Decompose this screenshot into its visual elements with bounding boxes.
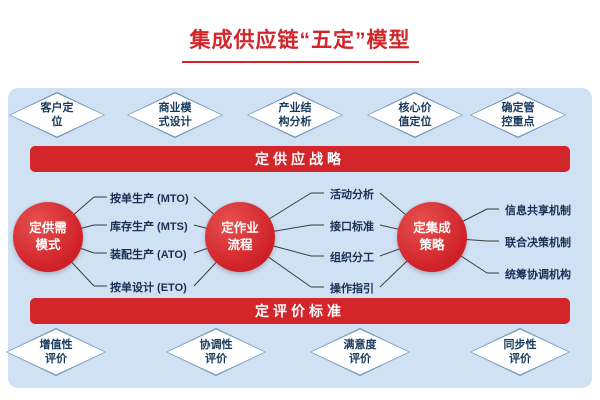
diamond-label: 满意度 评价 bbox=[343, 338, 377, 365]
diamond-label: 客户定 位 bbox=[40, 101, 74, 128]
diamond-customer-positioning: 客户定 位 bbox=[9, 92, 105, 138]
strategy-item-joint-decision: 联合决策机制 bbox=[505, 237, 571, 249]
process-item-interface-standard: 接口标准 bbox=[330, 221, 374, 233]
diamond-label: 增值性 评价 bbox=[39, 338, 73, 365]
diamond-industry-structure-analysis: 产业结 构分析 bbox=[247, 92, 343, 138]
diamond-label: 确定管 控重点 bbox=[501, 101, 535, 128]
diamond-synchronization-evaluation: 同步性 评价 bbox=[470, 328, 570, 376]
diamond-label: 商业模 式设计 bbox=[158, 101, 192, 128]
diagram-panel: 客户定 位 商业模 式设计 产业结 构分析 核心价 值定位 确定管 控重点 定供… bbox=[6, 88, 592, 388]
mode-item-mts: 库存生产 (MTS) bbox=[110, 221, 188, 233]
diamond-satisfaction-evaluation: 满意度 评价 bbox=[310, 328, 410, 376]
process-item-organization-division: 组织分工 bbox=[330, 252, 374, 264]
diamond-value-added-evaluation: 增值性 评价 bbox=[6, 328, 106, 376]
page-title: 集成供应链“五定”模型 bbox=[181, 24, 419, 63]
process-item-operation-guide: 操作指引 bbox=[330, 283, 374, 295]
diamond-core-value-positioning: 核心价 值定位 bbox=[367, 92, 463, 138]
diamond-label: 核心价 值定位 bbox=[398, 101, 432, 128]
circle-supply-demand-mode: 定供需 模式 bbox=[13, 202, 83, 272]
diamond-label: 同步性 评价 bbox=[503, 338, 537, 365]
title-area: 集成供应链“五定”模型 bbox=[0, 24, 600, 63]
diamond-control-focus: 确定管 控重点 bbox=[470, 92, 566, 138]
circle-operation-process: 定作业 流程 bbox=[205, 202, 275, 272]
strategy-item-info-sharing: 信息共享机制 bbox=[505, 205, 571, 217]
evaluation-standard-banner: 定评价标准 bbox=[30, 298, 570, 324]
mode-item-ato: 装配生产 (ATO) bbox=[110, 249, 187, 261]
circle-integration-strategy: 定集成 策略 bbox=[397, 202, 467, 272]
diamond-coordination-evaluation: 协调性 评价 bbox=[166, 328, 266, 376]
supply-strategy-banner: 定供应战略 bbox=[30, 146, 570, 172]
strategy-item-coordination-org: 统筹协调机构 bbox=[505, 269, 571, 281]
diamond-business-model-design: 商业模 式设计 bbox=[127, 92, 223, 138]
diamond-label: 协调性 评价 bbox=[199, 338, 233, 365]
mode-item-mto: 按单生产 (MTO) bbox=[110, 193, 189, 205]
process-item-activity-analysis: 活动分析 bbox=[330, 189, 374, 201]
diamond-label: 产业结 构分析 bbox=[278, 101, 312, 128]
mode-item-eto: 按单设计 (ETO) bbox=[110, 282, 187, 294]
